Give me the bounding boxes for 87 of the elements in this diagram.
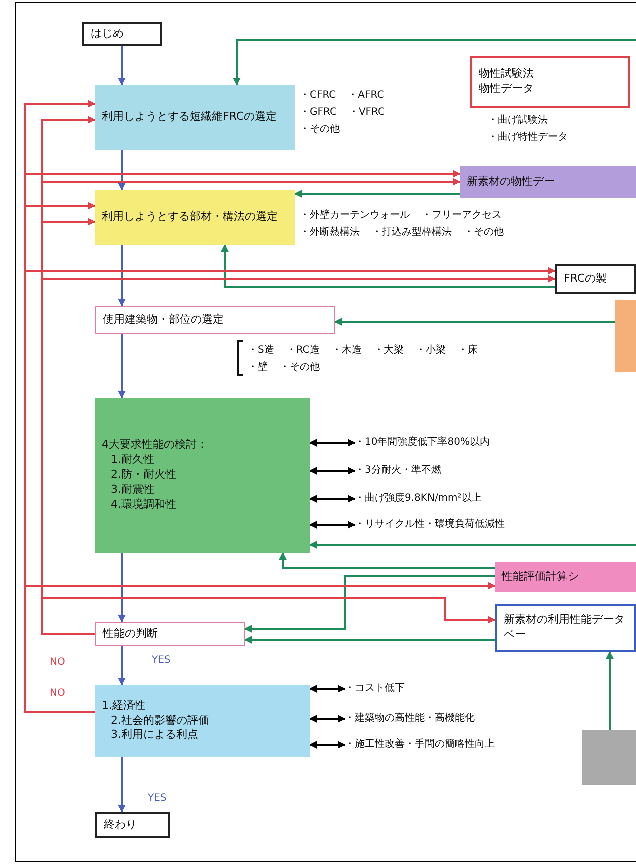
box-title: 利用しようとする部材・構法の選定 [102, 210, 279, 225]
arrow [233, 39, 636, 86]
terminal-box [82, 22, 162, 46]
box-title: 4大要求性能の検討： [102, 438, 209, 454]
note-text: ・曲げ試験法 [488, 114, 548, 127]
note-text: ・その他 [464, 226, 504, 239]
box-title: FRCの製 [564, 272, 608, 286]
note-text: ・RC造 [286, 344, 320, 357]
arrow [309, 741, 346, 749]
box-text: 2.社会的影響の評価 [110, 714, 210, 728]
note-text: ・外断熱構法 [300, 226, 360, 239]
note-text: ・その他 [280, 361, 320, 374]
process-box [95, 190, 295, 245]
arrow [334, 318, 615, 326]
note-text: ・CFRC [300, 89, 336, 102]
note-text: ・その他 [300, 123, 340, 136]
note-text: ・打込み型枠構法 [372, 226, 452, 239]
arrow [309, 541, 636, 549]
box-title: 利用しようとする短繊維FRCの選定 [102, 110, 278, 125]
arrow [118, 757, 126, 813]
arrow [279, 552, 495, 569]
decision-box [95, 622, 245, 646]
note-text: ・VFRC [348, 106, 385, 119]
process-box [95, 685, 310, 757]
note-text: ・10年間強度低下率80%以内 [355, 436, 615, 450]
process-box [615, 300, 636, 372]
note-text: ・建築物の高性能・高機能化 [345, 712, 585, 726]
note-text: ・GFRC [300, 106, 337, 119]
arrow [221, 244, 555, 288]
arrow [41, 597, 496, 635]
box-title: はじめ [91, 26, 125, 42]
note-text: ・3分耐火・準不燃 [355, 464, 615, 478]
box-text: 3.耐震性 [110, 482, 156, 498]
box-title: 終わり [104, 818, 138, 832]
box-title: 物性試験法 [479, 67, 535, 82]
arrow [309, 521, 356, 529]
process-box [555, 264, 636, 294]
arrow [118, 646, 126, 686]
box-text: 2.防・耐火性 [110, 468, 178, 483]
arrow [118, 46, 126, 86]
arrow [606, 651, 614, 730]
process-box [582, 730, 636, 785]
note-text: ・壁 [248, 360, 268, 374]
note-text: ・フリーアクセス [422, 209, 502, 222]
arrow [309, 439, 356, 447]
process-box [95, 85, 295, 150]
note-text: ・曲げ特性データ [488, 130, 568, 144]
arrow [24, 582, 496, 713]
process-box [495, 562, 636, 592]
box-title: 性能の判断 [103, 626, 159, 642]
box-text: 4.環境調和性 [110, 498, 178, 513]
box-title: 使用建築物・部位の選定 [103, 312, 225, 328]
note-text: ・S造 [248, 344, 274, 357]
process-box [470, 56, 630, 108]
note-text: ・大梁 [374, 344, 404, 357]
terminal-box [95, 812, 170, 838]
arrow [118, 334, 126, 399]
arrow [309, 715, 346, 723]
process-box [460, 166, 636, 198]
note-text: ・リサイクル性・環境負荷低減性 [355, 518, 625, 532]
box-text: 3.利用による利点 [110, 728, 200, 744]
arrow [294, 190, 460, 198]
note-text: ・コスト低下 [345, 682, 545, 696]
box-text: 1.耐久性 [110, 453, 156, 468]
process-box [95, 398, 310, 553]
arrow [244, 636, 495, 644]
note-text: ・施工性改善・手間の簡略性向上 [345, 738, 565, 752]
box-text: 物性データ [479, 82, 535, 97]
note-text: ・外壁カーテンウォール [300, 208, 410, 222]
arrow [118, 553, 126, 623]
process-box [95, 306, 335, 334]
note-text: ・木造 [332, 344, 362, 357]
note-text: ・小梁 [416, 344, 446, 357]
box-title: 新素材の利用性能データベー [504, 613, 626, 643]
arrow [309, 495, 356, 503]
box-title: 新素材の物性デー [467, 174, 556, 190]
arrow [309, 685, 346, 693]
arrow [309, 467, 356, 475]
note-text: ・床 [458, 344, 478, 357]
box-title: 1.経済性 [102, 698, 146, 714]
arrow [244, 575, 495, 633]
note-text: ・AFRC [348, 89, 384, 102]
process-box [495, 604, 636, 652]
arrow [118, 245, 126, 307]
note-text: ・曲げ強度9.8KN/mm²以上 [355, 492, 615, 506]
arrow [118, 150, 126, 191]
box-title: 性能評価計算シ [502, 570, 580, 584]
